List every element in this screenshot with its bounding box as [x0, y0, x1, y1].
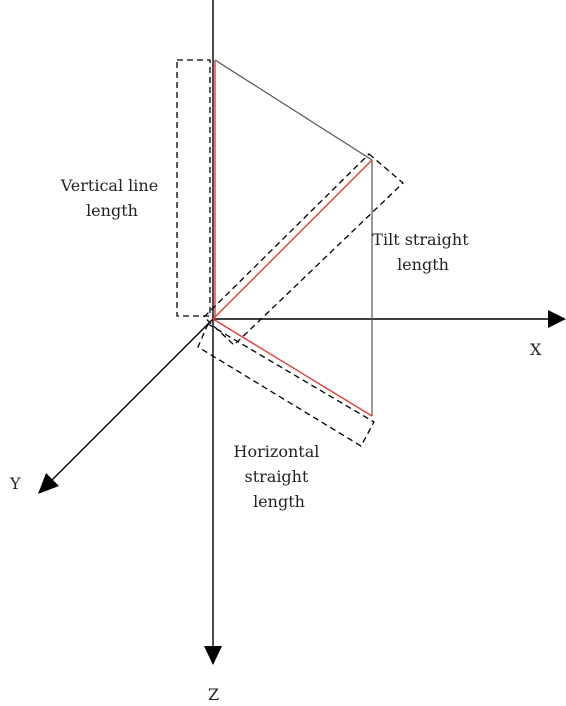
y-axis-label: Y [9, 474, 21, 493]
construction-frame [214, 59, 373, 416]
y-axis-line [49, 318, 214, 483]
tilt-length-label: Tilt straight length [372, 230, 473, 274]
tilt-label-line-1: Tilt straight [372, 230, 469, 249]
horizontal-label-line-3: length [253, 492, 305, 511]
highlighted-lengths [212, 60, 373, 417]
horizontal-label-line-1: Horizontal [234, 442, 320, 461]
top-slant-line [214, 59, 373, 161]
axes [38, 0, 566, 665]
horizontal-length-line [212, 318, 373, 417]
vertical-label-line-1: Vertical line [60, 176, 158, 195]
vertical-length-bracket [176, 59, 211, 317]
y-axis-arrowhead [38, 473, 59, 494]
x-axis-label: X [530, 340, 542, 359]
tilt-length-bracket [203, 153, 404, 346]
z-axis-arrowhead [204, 646, 222, 665]
x-axis-arrowhead [548, 310, 566, 328]
horizontal-length-bracket [197, 323, 375, 447]
z-axis-label: Z [208, 685, 219, 704]
horizontal-label-line-2: straight [244, 467, 308, 486]
tilt-label-line-2: length [397, 255, 449, 274]
vertical-length-label: Vertical line length [60, 176, 164, 220]
dashed-brackets [176, 59, 404, 447]
tilt-length-line [212, 159, 373, 320]
vertical-label-line-2: length [86, 201, 138, 220]
horizontal-length-label: Horizontal straight length [234, 442, 325, 511]
